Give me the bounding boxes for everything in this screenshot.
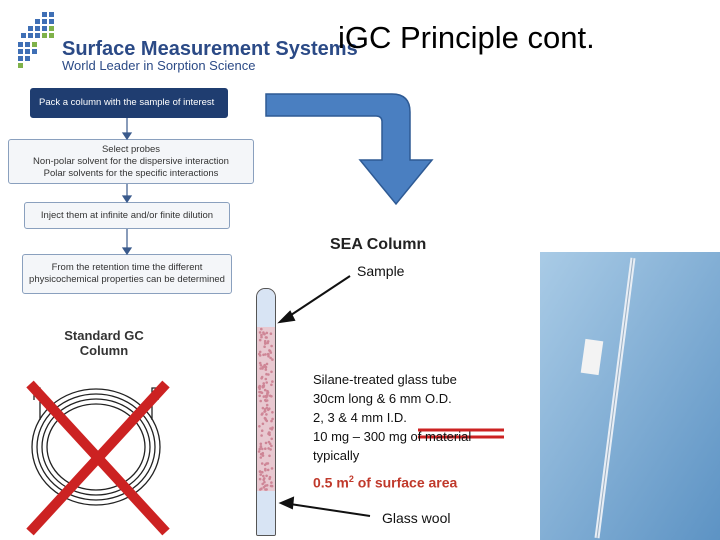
surface-area-note: 0.5 m2 of surface area	[313, 474, 457, 491]
description-line: 2, 3 & 4 mm I.D.	[313, 410, 407, 425]
flow-step-inject: Inject them at infinite and/or finite di…	[24, 202, 230, 229]
description-line: 30cm long & 6 mm O.D.	[313, 391, 452, 406]
flow-arrowhead-icon	[121, 247, 133, 256]
arrowhead-icon	[277, 310, 296, 324]
standard-gc-column-label: Standard GC Column	[52, 328, 156, 358]
description-line: 10 mg – 300 mg of material	[313, 429, 472, 444]
logo-mark-icon	[18, 12, 54, 68]
flow-step-text: Polar solvents for the specific interact…	[43, 167, 219, 179]
flow-arrowhead-icon	[121, 195, 133, 204]
glass-wool-label: Glass wool	[382, 510, 451, 526]
cross-out-icon	[26, 380, 170, 536]
description-line: Silane-treated glass tube	[313, 372, 457, 387]
flow-step-text: Non-polar solvent for the dispersive int…	[33, 155, 229, 167]
logo-subtitle: World Leader in Sorption Science	[62, 58, 256, 73]
flow-step-text: physicochemical properties can be determ…	[29, 274, 225, 285]
logo-title: Surface Measurement Systems	[62, 38, 358, 60]
column-description: Silane-treated glass tube 30cm long & 6 …	[313, 370, 471, 465]
arrowhead-icon	[278, 496, 295, 510]
surface-area-exponent: 2	[348, 474, 354, 484]
slide-title: iGC Principle cont.	[338, 20, 595, 55]
glass-wool-plug-bottom	[257, 491, 275, 535]
sea-column-tube-icon	[256, 288, 276, 536]
surface-area-value: 0.5 m	[313, 474, 349, 491]
flow-step-text: Select probes	[101, 143, 161, 155]
flow-step-pack-column: Pack a column with the sample of interes…	[30, 88, 228, 118]
flow-step-text: Inject them at infinite and/or finite di…	[40, 209, 214, 221]
glass-wool-pointer-arrow	[289, 503, 371, 517]
flow-step-text: From the retention time the different	[51, 262, 203, 273]
bent-arrow-icon	[265, 93, 434, 206]
gc-label-line: Standard GC	[64, 328, 144, 343]
sample-label: Sample	[357, 263, 405, 279]
sample-pointer-arrow	[287, 275, 351, 318]
column-photo	[540, 252, 720, 540]
glass-column-photo-icon	[540, 252, 720, 540]
description-line: typically	[313, 448, 360, 463]
surface-area-text: of surface area	[353, 474, 458, 491]
glass-wool-plug-top	[257, 289, 275, 327]
flow-step-text: Pack a column with the sample of interes…	[39, 97, 215, 108]
flow-arrowhead-icon	[121, 132, 133, 141]
flow-step-select-probes: Select probes Non-polar solvent for the …	[8, 139, 254, 184]
packed-sample-texture	[257, 327, 274, 491]
flow-step-retention: From the retention time the different ph…	[22, 254, 232, 294]
gc-label-line: Column	[79, 343, 129, 358]
gc-column-coil-icon	[31, 387, 161, 506]
sea-column-title: SEA Column	[330, 236, 427, 253]
